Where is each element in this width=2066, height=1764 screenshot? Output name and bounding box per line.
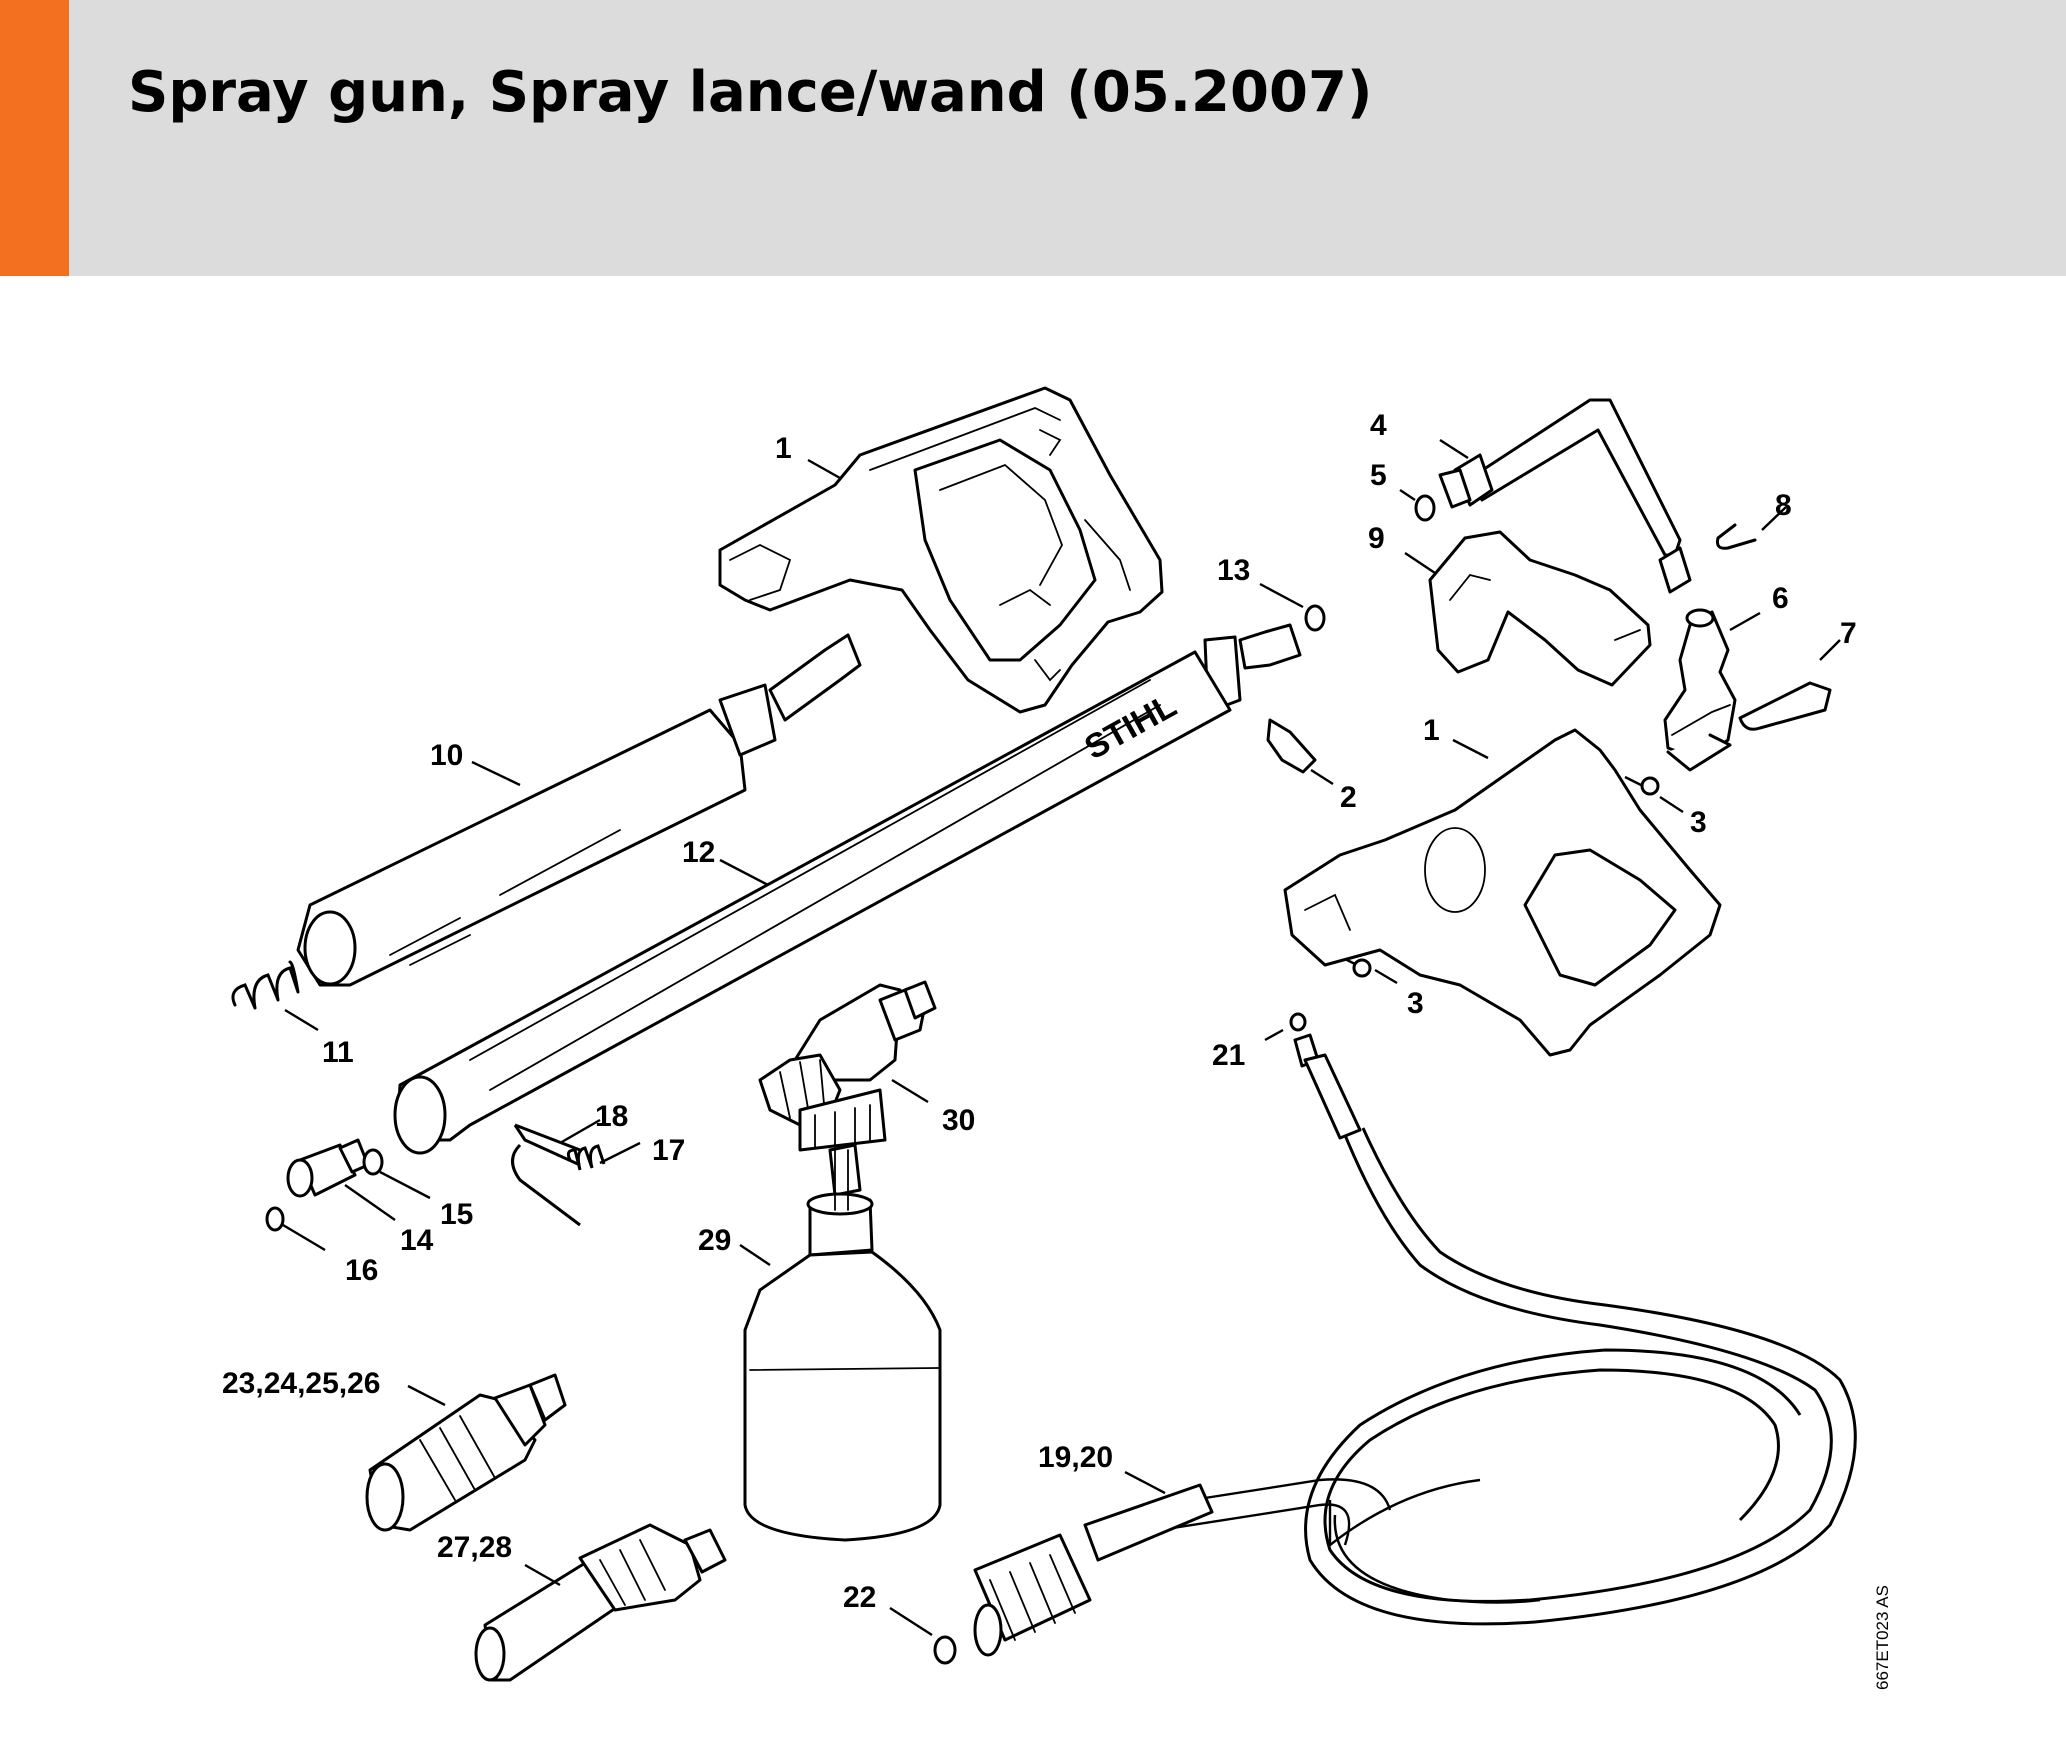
callout-22[interactable]: 22	[843, 1581, 876, 1614]
part-23-26-rotor-nozzle[interactable]	[365, 1373, 567, 1532]
header-band	[0, 0, 2066, 276]
part-22-o-ring[interactable]	[933, 1635, 957, 1665]
callout-11[interactable]: 11	[322, 1036, 354, 1069]
header-accent-bar	[0, 0, 69, 276]
callout-15[interactable]: 15	[440, 1198, 473, 1231]
part-12-lance-barrel[interactable]: STIHL	[393, 623, 1302, 1155]
callout-30[interactable]: 30	[942, 1104, 975, 1137]
callout-27-28[interactable]: 27,28	[437, 1531, 512, 1564]
callout-21[interactable]: 21	[1212, 1039, 1245, 1072]
part-4-wand-tube[interactable]	[1438, 398, 1692, 594]
part-9-trigger[interactable]	[1428, 530, 1652, 687]
callout-2[interactable]: 2	[1340, 781, 1357, 814]
callout-14[interactable]: 14	[400, 1224, 434, 1257]
part-14-nozzle-insert[interactable]	[286, 1138, 370, 1198]
part-7-spring-clip[interactable]	[1738, 681, 1832, 731]
part-29-detergent-bottle[interactable]	[743, 1149, 942, 1542]
callout-23-24-25-26[interactable]: 23,24,25,26	[222, 1367, 380, 1400]
part-19-20-high-pressure-hose[interactable]	[973, 1033, 1857, 1657]
callout-9[interactable]: 9	[1368, 522, 1385, 555]
callout-17[interactable]: 17	[652, 1134, 685, 1167]
callout-13[interactable]: 13	[1217, 554, 1250, 587]
part-3-screw-upper[interactable]	[1624, 775, 1660, 796]
callout-4[interactable]: 4	[1370, 409, 1387, 442]
part-30-foam-nozzle-head[interactable]	[758, 980, 937, 1197]
part-5-o-ring[interactable]	[1414, 494, 1436, 522]
part-1-lower-handle-half[interactable]	[1283, 728, 1722, 1057]
part-15-o-ring[interactable]	[362, 1148, 384, 1176]
page-title: Spray gun, Spray lance/wand (05.2007)	[128, 60, 1373, 125]
drawing-code: 667ET023 AS	[1873, 1585, 1892, 1690]
part-18-wire-clip[interactable]	[511, 1123, 581, 1227]
callout-10[interactable]: 10	[430, 739, 463, 772]
callout-leader-lines	[282, 438, 1841, 1637]
callout-labels: 1 4 5 8 9 13 6 7 1 10 2 3 12 3 11 21 30 …	[222, 409, 1857, 1614]
callout-7[interactable]: 7	[1840, 617, 1857, 650]
part-2-plate[interactable]	[1266, 718, 1317, 774]
part-21-o-ring[interactable]	[1289, 1012, 1307, 1032]
callout-12[interactable]: 12	[682, 836, 715, 869]
callout-16[interactable]: 16	[345, 1254, 378, 1287]
callout-18[interactable]: 18	[595, 1100, 628, 1133]
part-8-retaining-clip[interactable]	[1716, 523, 1757, 550]
callout-3-upper[interactable]: 3	[1690, 806, 1707, 839]
part-1-upper-handle-half[interactable]	[718, 386, 1164, 714]
part-13-o-ring[interactable]	[1304, 604, 1326, 632]
callout-3-lower[interactable]: 3	[1407, 987, 1424, 1020]
part-10-handle-sleeve[interactable]	[296, 633, 862, 987]
callout-5[interactable]: 5	[1370, 459, 1387, 492]
callout-6[interactable]: 6	[1772, 582, 1789, 615]
callout-1-upper[interactable]: 1	[775, 432, 792, 465]
callout-1-lower[interactable]: 1	[1423, 714, 1440, 747]
part-27-28-adjustable-nozzle[interactable]	[474, 1523, 727, 1682]
callout-29[interactable]: 29	[698, 1224, 731, 1257]
part-6-valve-fitting[interactable]	[1663, 608, 1737, 772]
part-11-spring[interactable]	[231, 960, 300, 1010]
part-16-o-ring[interactable]	[265, 1206, 285, 1232]
callout-19-20[interactable]: 19,20	[1038, 1441, 1113, 1474]
part-17-small-spring[interactable]	[566, 1144, 606, 1171]
callout-8[interactable]: 8	[1775, 489, 1792, 522]
